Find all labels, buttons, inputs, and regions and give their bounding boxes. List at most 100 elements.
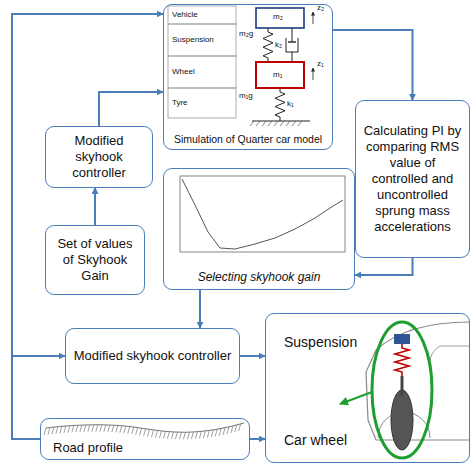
hatch-stroke [268, 121, 272, 126]
hatch-stroke [239, 424, 241, 431]
wheel-symbol [391, 390, 413, 450]
node-label: Simulation of Quarter car model [168, 133, 328, 146]
hatch-stroke [199, 431, 201, 438]
flow-arrow [99, 92, 163, 126]
node-label: Modified skyhook controller [74, 348, 232, 364]
table-cell [168, 6, 236, 24]
strut [401, 376, 404, 396]
hatch-stroke [286, 121, 290, 126]
hatch-stroke [195, 432, 197, 439]
damper-symbol [292, 52, 293, 62]
node-label: Selecting skyhook gain [170, 270, 348, 285]
pointer-arrow [340, 392, 372, 404]
flow-arrow [240, 355, 265, 357]
damper-symbol [286, 38, 298, 52]
node-label: Set of values of Skyhook Gain [52, 236, 138, 284]
car-box: SuspensionCar wheel [265, 313, 470, 463]
hatch-stroke [140, 428, 142, 435]
quarter-car-illustration [168, 6, 313, 126]
spring-symbol [263, 28, 273, 62]
ground-hatch [250, 121, 302, 126]
flow-arrow [12, 356, 65, 439]
hatch-stroke [148, 430, 150, 437]
hatch-stroke [100, 425, 102, 432]
hatch-stroke [215, 429, 217, 436]
flow-arrow [355, 258, 413, 275]
chart-frame [180, 176, 345, 252]
car-illustration [340, 322, 470, 458]
chart-curve [182, 179, 343, 249]
hatch-stroke [144, 429, 146, 436]
table-cell [168, 24, 236, 56]
hatch-stroke [179, 432, 181, 439]
hatch-stroke [274, 121, 278, 126]
hatch-stroke [159, 431, 161, 438]
car-body [430, 346, 470, 370]
hatch-stroke [183, 432, 185, 439]
diagram-label: k₂ [275, 41, 282, 49]
unsprung-mass [256, 62, 304, 88]
spring-symbol [275, 88, 285, 121]
diagram-label: Vehicle [172, 11, 198, 19]
diagram-label: m₂g [239, 30, 253, 38]
hatch-stroke [84, 425, 86, 432]
node-label: Road profile [53, 440, 123, 456]
node-label: Car wheel [284, 432, 347, 449]
hatch-stroke [280, 121, 284, 126]
hatch-stroke [132, 427, 134, 434]
hatch-stroke [44, 428, 46, 435]
diagram-label: m₁g [239, 92, 253, 100]
hatch-stroke [128, 427, 130, 434]
hatch-stroke [256, 121, 260, 126]
hatch-stroke [108, 425, 110, 432]
hatch-stroke [175, 432, 177, 439]
node-label: Suspension [284, 334, 357, 351]
hatch-stroke [292, 121, 296, 126]
controller-box: Modified skyhook controller [45, 126, 153, 188]
displacement-arrow [313, 12, 314, 24]
flow-arrow [94, 188, 96, 225]
hatch-stroke [52, 427, 54, 434]
diagram-label: k₁ [287, 100, 294, 108]
hatch-stroke [124, 426, 126, 433]
diagram-label: m₁ [273, 71, 282, 79]
hatch-stroke [298, 121, 302, 126]
flow-arrow [199, 290, 201, 328]
hatch-stroke [136, 428, 138, 435]
flow-arrow [333, 30, 413, 100]
hatch-stroke [92, 425, 94, 432]
damper-symbol [288, 41, 296, 42]
road-hatch [44, 424, 241, 439]
hatch-stroke [219, 429, 221, 436]
controller-box: Modified skyhook controller [65, 328, 240, 384]
hatch-stroke [120, 426, 122, 433]
hatch-stroke [250, 121, 254, 126]
node-label: Modified skyhook controller [52, 133, 146, 181]
hatch-stroke [235, 425, 237, 432]
flow-arrow [250, 438, 265, 440]
hatch-stroke [155, 431, 157, 438]
hatch-stroke [171, 432, 173, 439]
hatch-stroke [163, 431, 165, 438]
hatch-stroke [262, 121, 266, 126]
table-cell [168, 88, 236, 118]
damper-symbol [292, 28, 293, 42]
input-box: Set of values of Skyhook Gain [45, 225, 145, 295]
hatch-stroke [191, 432, 193, 439]
hatch-stroke [88, 425, 90, 432]
table-cell [168, 56, 236, 88]
hatch-stroke [48, 428, 50, 435]
displacement-arrow [313, 68, 314, 80]
gain-chart [180, 176, 345, 252]
process-box: Calculating PI by comparing RMS value of… [355, 100, 470, 258]
hatch-stroke [152, 430, 154, 437]
hatch-stroke [80, 425, 82, 432]
hatch-stroke [211, 430, 213, 437]
diagram-label: Tyre [172, 99, 188, 107]
hatch-stroke [64, 426, 66, 433]
diagram-label: z₁ [317, 60, 324, 68]
hatch-stroke [72, 425, 74, 432]
strut-mount [394, 334, 410, 344]
hatch-stroke [207, 431, 209, 438]
diagram-label: Wheel [172, 68, 195, 76]
